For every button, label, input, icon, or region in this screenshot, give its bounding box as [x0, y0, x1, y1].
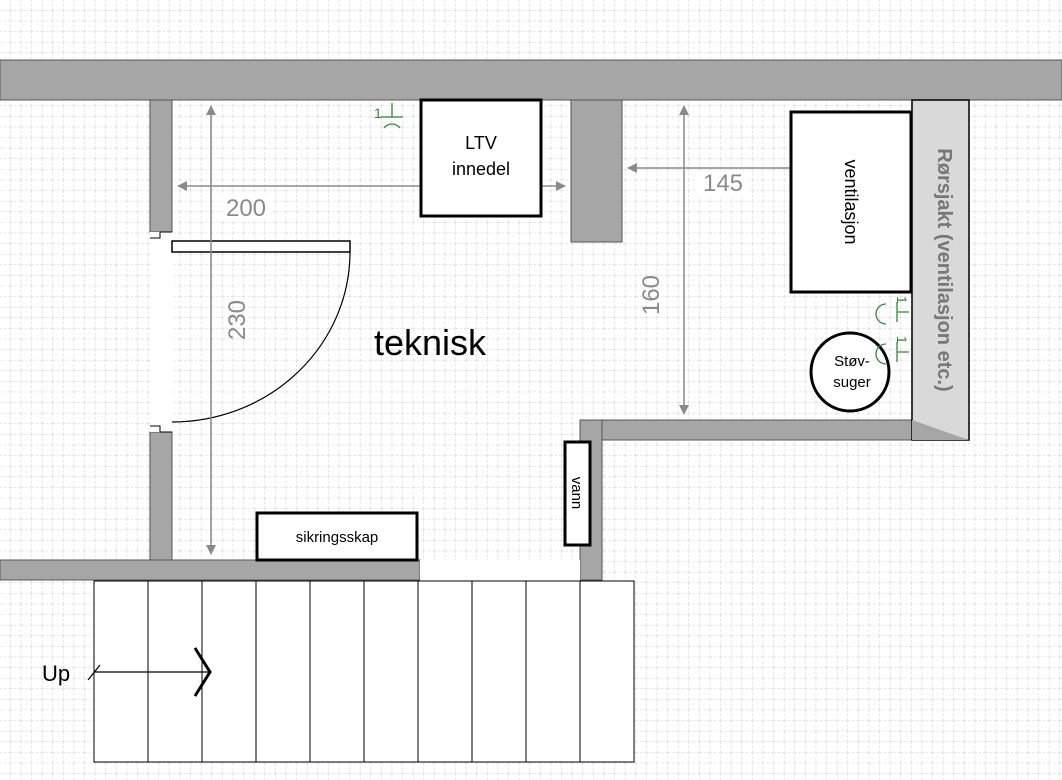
wall-left-lower	[149, 431, 173, 561]
dim-200-label: 200	[226, 195, 266, 222]
dim-145-label: 145	[703, 170, 743, 197]
wall-right-bottom	[579, 419, 913, 441]
door-opening	[150, 232, 172, 432]
fuse-box[interactable]: sikringsskap	[255, 511, 419, 562]
wall-pillar	[570, 99, 623, 243]
outlet-icon: 1	[374, 103, 403, 129]
outlet-icon: 1	[875, 296, 910, 325]
stairs-up-label: Up	[42, 661, 70, 686]
ltv-indoor-unit[interactable]: LTV innedel	[419, 98, 543, 218]
dim-230-label: 230	[224, 300, 251, 340]
door-leaf	[171, 240, 351, 253]
wall-top	[0, 59, 1062, 101]
wall-left-upper	[149, 99, 173, 233]
outlet-label: 1	[894, 296, 910, 304]
ventilation-label: ventilasjon	[841, 159, 861, 244]
fuse-box-label: sikringsskap	[296, 529, 379, 546]
pipe-shaft: Rørsjakt (ventilasjon etc.)	[911, 99, 970, 441]
wall-bottom	[0, 559, 421, 581]
stair-direction-arrow-icon	[193, 647, 212, 697]
vacuum-label-1: Støv-	[834, 353, 870, 370]
stair-opening	[420, 560, 580, 581]
room-label: teknisk	[374, 322, 487, 363]
shaft-label: Rørsjakt (ventilasjon etc.)	[933, 148, 955, 391]
outlet-icon: 1	[875, 336, 910, 365]
outlet-label: 1	[894, 336, 910, 344]
vacuum-unit[interactable]: Støv- suger	[809, 331, 891, 413]
water-inlet[interactable]: vann	[563, 440, 592, 547]
staircase[interactable]: Up	[42, 580, 635, 763]
outlets: 1 1 1	[374, 103, 910, 365]
ltv-label-1: LTV	[465, 133, 497, 153]
outlet-label: 1	[374, 105, 382, 121]
ventilation-unit[interactable]: ventilasjon	[789, 110, 913, 294]
vacuum-label-2: suger	[833, 374, 871, 391]
dim-160-label: 160	[638, 275, 665, 315]
water-label: vann	[568, 477, 585, 510]
ltv-label-2: innedel	[452, 159, 510, 179]
